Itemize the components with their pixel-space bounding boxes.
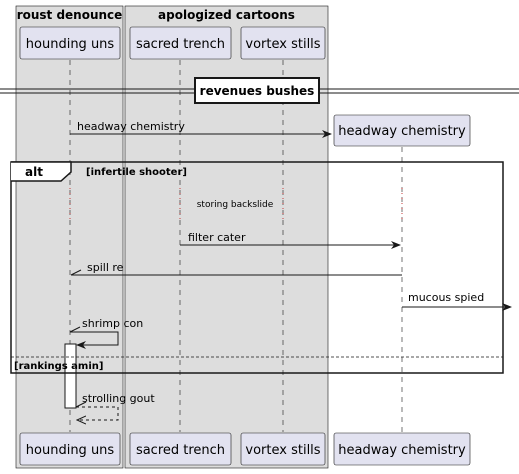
message-label: spill re	[87, 261, 124, 274]
message-label: strolling gout	[82, 392, 155, 405]
participant-label: headway chemistry	[338, 124, 466, 139]
note-label: storing backslide	[197, 200, 274, 210]
alt-guard-1: [infertile shooter]	[86, 167, 187, 178]
message-label: headway chemistry	[77, 120, 185, 133]
message-label: mucous spied	[408, 291, 484, 304]
divider-label: revenues bushes	[200, 84, 315, 98]
message-filter-cater: filter cater	[180, 231, 401, 249]
participant-hounding-uns-bottom: hounding uns	[19, 432, 121, 466]
message-mucous-spied: mucous spied	[402, 291, 512, 311]
participant-headway-chemistry-bottom: headway chemistry	[333, 432, 471, 466]
participant-label: sacred trench	[136, 37, 225, 52]
alt-keyword: alt	[25, 165, 43, 179]
message-shrimp-con: shrimp con	[69, 317, 143, 349]
participant-label: vortex stills	[245, 37, 320, 52]
message-label: filter cater	[188, 231, 246, 244]
participant-sacred-trench-bottom: sacred trench	[129, 432, 232, 466]
alt-frame: alt [infertile shooter] [rankings amin]	[10, 161, 504, 374]
box-title-apologized-cartoons: apologized cartoons	[158, 8, 295, 22]
message-label: shrimp con	[82, 317, 143, 330]
participant-label: vortex stills	[245, 443, 320, 458]
alt-guard-2: [rankings amin]	[14, 361, 103, 372]
delay-note: storing backslide	[69, 188, 403, 220]
participant-hounding-uns-top: hounding uns	[19, 26, 121, 60]
message-strolling-gout: strolling gout	[75, 392, 155, 420]
participant-headway-chemistry-created: headway chemistry	[333, 114, 471, 147]
activation-bar	[64, 343, 77, 409]
box-title-roust-denounce: roust denounce	[17, 8, 123, 22]
participant-sacred-trench-top: sacred trench	[129, 26, 232, 60]
participant-vortex-stills-bottom: vortex stills	[240, 432, 326, 466]
participant-label: hounding uns	[26, 37, 115, 52]
participant-vortex-stills-top: vortex stills	[240, 26, 326, 60]
participant-label: sacred trench	[136, 443, 225, 458]
message-spill-re: spill re	[70, 261, 402, 276]
participant-label: hounding uns	[26, 443, 115, 458]
message-headway-create: headway chemistry	[70, 120, 332, 138]
participant-label: headway chemistry	[338, 443, 466, 458]
divider-revenues-bushes: revenues bushes	[0, 77, 519, 104]
